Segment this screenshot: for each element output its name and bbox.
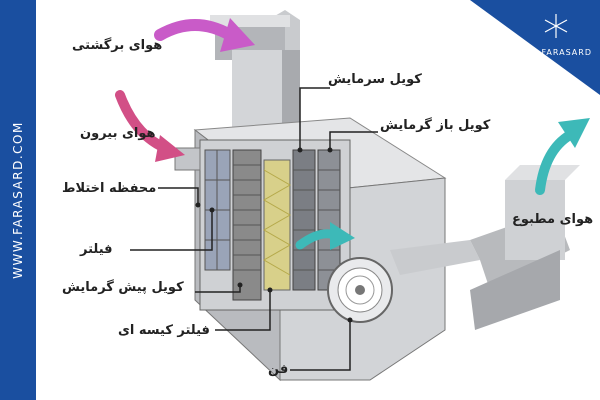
- leader-lines: [130, 87, 378, 371]
- return-air-arrow: [154, 18, 255, 52]
- internal-flow-arrow: [295, 222, 355, 250]
- outside-air-arrow: [115, 90, 185, 162]
- label-preheat-coil: کویل پیش گرمایش: [62, 280, 184, 295]
- cooling-coil: [292, 149, 316, 291]
- brand-logo-text: FARASARD: [541, 48, 592, 57]
- return-duct: [210, 10, 300, 140]
- leader-dots: [195, 147, 353, 323]
- bag-filter: [263, 159, 291, 291]
- website-text: WWW.FARASARD.COM: [11, 121, 25, 279]
- label-bag-filter: فیلتر کیسه ای: [118, 323, 210, 338]
- bag-filter-pleats: [262, 169, 292, 276]
- supply-air-arrow: [535, 118, 590, 195]
- preheat-coil-fins: [233, 164, 261, 271]
- side-brand-bar: WWW.FARASARD.COM: [0, 0, 36, 400]
- filter-panel: [204, 149, 231, 271]
- fan-icon: [327, 257, 393, 323]
- brand-corner: [470, 0, 600, 95]
- label-filter: فیلتر: [80, 242, 113, 257]
- label-outside-air: هوای بیرون: [80, 126, 156, 141]
- snowflake-icon: [544, 14, 568, 38]
- label-fan: فن: [268, 362, 289, 377]
- label-supply-air: هوای مطبوع: [512, 212, 594, 227]
- label-mixing-box: محفظه اختلاط: [62, 181, 157, 196]
- cooling-coil-fins: [293, 169, 315, 271]
- label-cooling-coil: کویل سرمایش: [328, 72, 422, 87]
- label-return-air: هوای برگشتی: [72, 38, 163, 53]
- label-reheat-coil: کویل باز گرمایش: [380, 118, 491, 133]
